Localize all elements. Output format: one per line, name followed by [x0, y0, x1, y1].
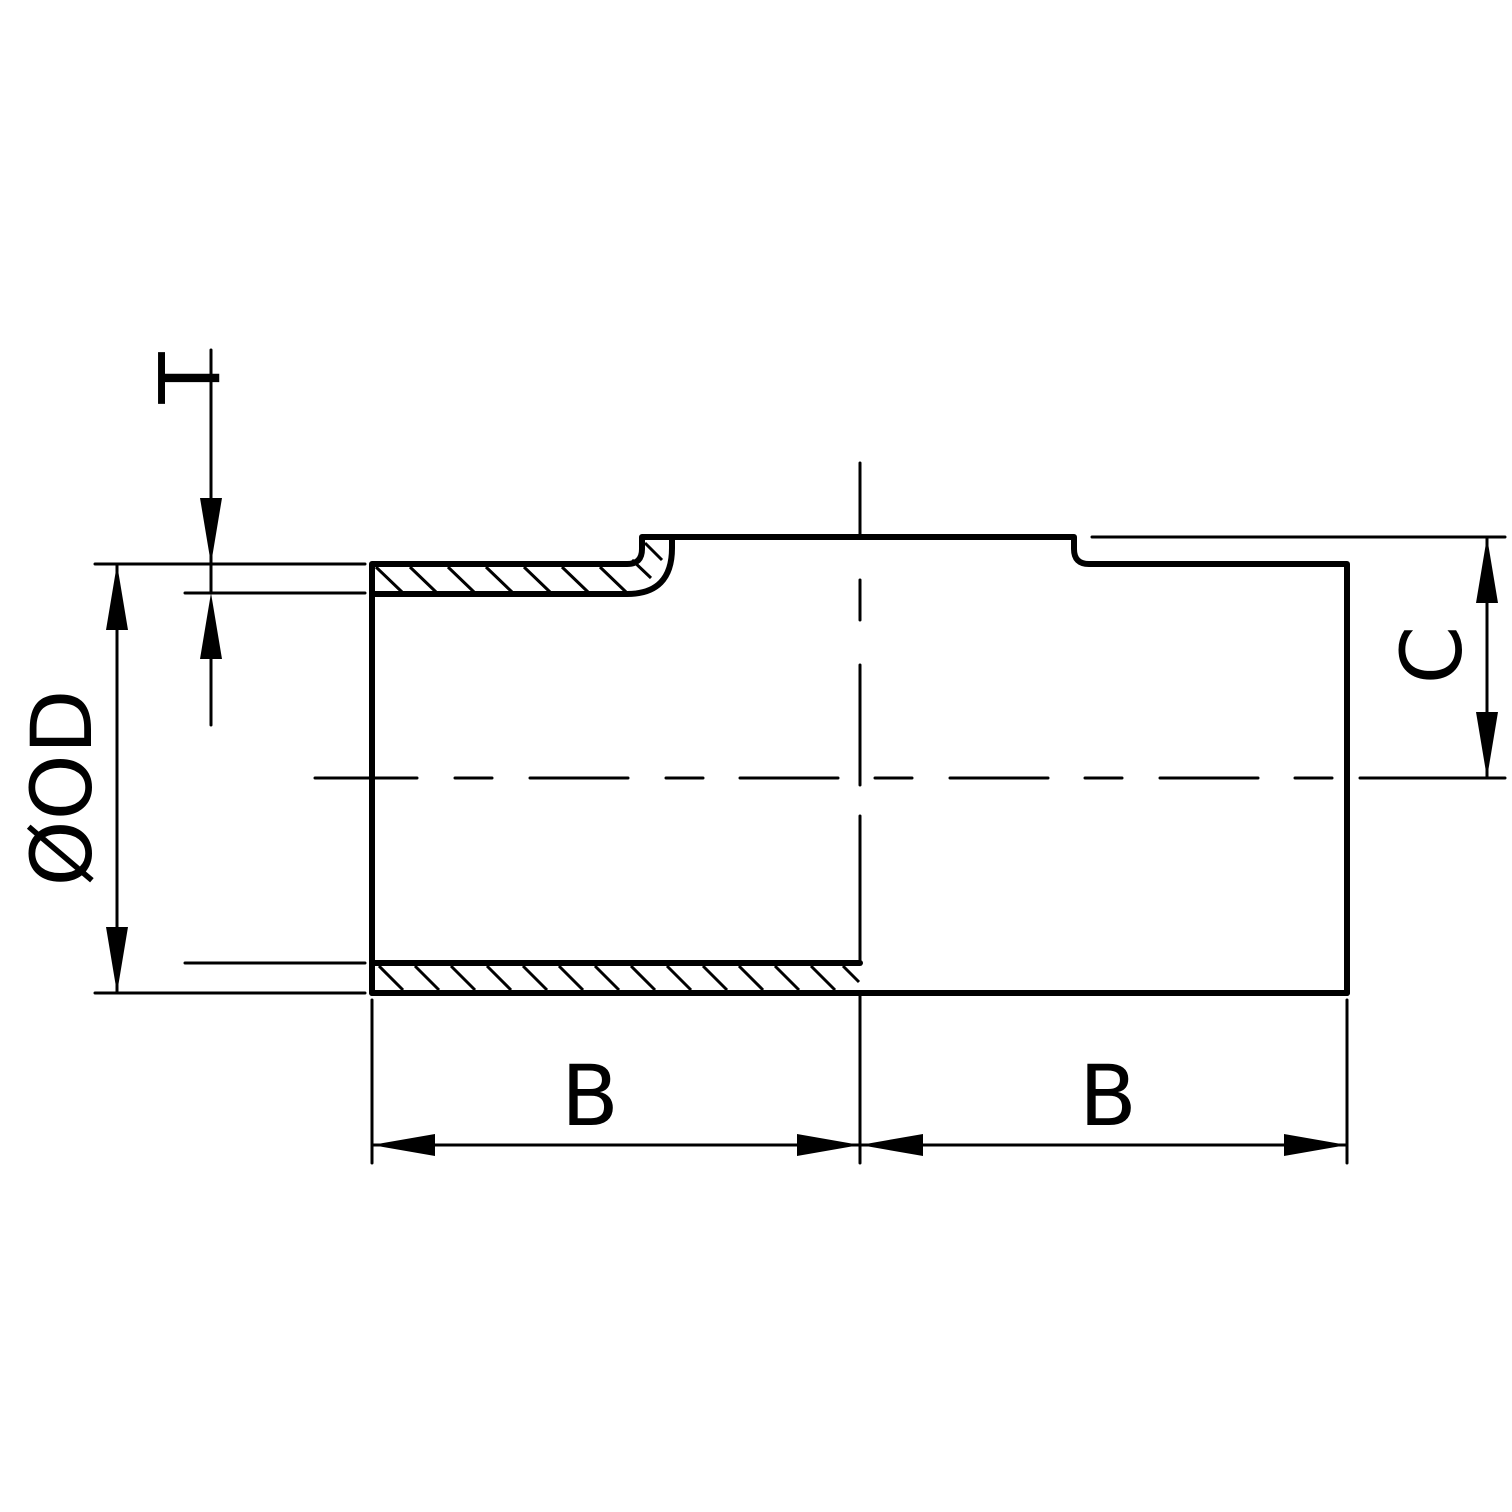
center-lines: [313, 461, 1507, 965]
top-inner-wall: [369, 534, 675, 597]
arrow-left-icon: [372, 1134, 435, 1156]
top-outer-profile: [369, 534, 1350, 996]
arrow-up-icon: [1476, 537, 1498, 603]
label-B-left: B: [561, 1047, 619, 1145]
label-C: C: [1383, 626, 1481, 685]
label-T: T: [141, 352, 239, 405]
arrow-right-icon: [797, 1134, 860, 1156]
arrow-down-icon: [200, 498, 222, 564]
top-wall-hatching: [374, 541, 664, 594]
arrow-down-icon: [1476, 712, 1498, 778]
label-OD: ØOD: [13, 690, 111, 887]
arrow-up-icon: [200, 593, 222, 659]
dimension-C: C: [1383, 535, 1498, 780]
arrow-up-icon: [106, 564, 128, 630]
dimension-T: T: [141, 348, 239, 727]
dimension-B-left: B: [370, 1047, 862, 1156]
arrow-down-icon: [106, 927, 128, 993]
arrow-right-icon: [1284, 1134, 1347, 1156]
dimension-B-right: B: [858, 1047, 1349, 1156]
bottom-wall-hatching: [377, 964, 861, 992]
arrow-left-icon: [860, 1134, 923, 1156]
extension-lines: [93, 535, 1507, 1165]
dimension-OD: ØOD: [13, 562, 128, 995]
label-B-right: B: [1079, 1047, 1137, 1145]
